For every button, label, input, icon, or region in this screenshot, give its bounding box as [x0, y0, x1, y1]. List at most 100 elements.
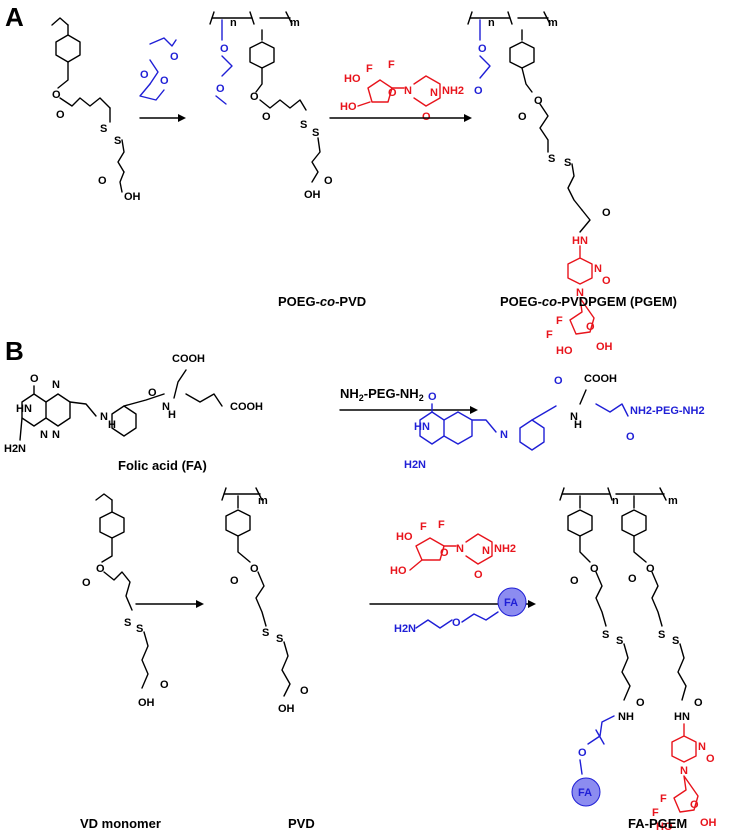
caption-vd-monomer: VD monomer: [80, 816, 161, 831]
svg-text:m: m: [258, 495, 268, 507]
svg-text:N: N: [570, 411, 578, 423]
svg-text:S: S: [300, 119, 307, 131]
svg-text:O: O: [230, 575, 239, 587]
svg-text:N: N: [52, 429, 60, 441]
svg-text:N: N: [100, 411, 108, 423]
svg-text:n: n: [230, 17, 237, 29]
svg-text:N: N: [52, 379, 60, 391]
svg-text:S: S: [114, 135, 121, 147]
svg-text:F: F: [388, 59, 395, 71]
svg-text:S: S: [602, 629, 609, 641]
svg-text:HO: HO: [656, 821, 673, 833]
svg-text:HO: HO: [390, 565, 407, 577]
svg-text:F: F: [420, 521, 427, 533]
svg-text:O: O: [216, 83, 225, 95]
caption-folic-acid: Folic acid (FA): [118, 458, 207, 473]
svg-text:O: O: [440, 547, 449, 559]
pvd-structure: m O O S S OH O: [221, 487, 309, 715]
svg-text:H2N: H2N: [394, 623, 416, 635]
svg-text:O: O: [170, 51, 179, 63]
svg-text:N: N: [698, 741, 706, 753]
svg-text:O: O: [518, 111, 527, 123]
svg-text:FA: FA: [578, 787, 592, 799]
svg-text:m: m: [548, 17, 558, 29]
svg-text:N: N: [404, 85, 412, 97]
svg-text:COOH: COOH: [230, 401, 263, 413]
svg-text:m: m: [668, 495, 678, 507]
svg-text:OH: OH: [700, 817, 717, 829]
svg-text:F: F: [652, 807, 659, 819]
svg-text:H: H: [168, 409, 176, 421]
svg-text:OH: OH: [596, 341, 613, 353]
svg-text:O: O: [694, 697, 703, 709]
svg-text:HO: HO: [396, 531, 413, 543]
svg-text:O: O: [160, 75, 169, 87]
svg-text:O: O: [474, 569, 483, 581]
fa-pgem-structure: n m O O O O S S S S O O NH HN O FA N N O…: [559, 487, 717, 833]
svg-text:n: n: [488, 17, 495, 29]
arrow-2: [329, 114, 472, 122]
svg-text:S: S: [276, 633, 283, 645]
svg-text:O: O: [626, 431, 635, 443]
fa-peg-nh2-structure: O HN H2N N O N H COOH O NH2-PEG-NH2: [404, 373, 705, 471]
svg-text:O: O: [706, 753, 715, 765]
svg-text:O: O: [422, 111, 431, 123]
svg-text:S: S: [124, 617, 131, 629]
fa-peg-amine-reagent: H2N O FA: [394, 587, 527, 635]
svg-text:O: O: [534, 95, 543, 107]
svg-text:O: O: [160, 679, 169, 691]
svg-text:S: S: [564, 157, 571, 169]
vd-monomer-a: O O S S OH O: [51, 17, 141, 203]
svg-text:H: H: [574, 419, 582, 431]
svg-text:O: O: [262, 111, 271, 123]
svg-text:O: O: [578, 747, 587, 759]
svg-text:HN: HN: [674, 711, 690, 723]
svg-text:S: S: [548, 153, 555, 165]
panel-label-a: A: [5, 2, 24, 32]
caption-pvd: PVD: [288, 816, 315, 831]
poeg-co-pvd-structure: n m O O O O S S OH O: [209, 11, 333, 201]
svg-text:O: O: [478, 43, 487, 55]
svg-text:COOH: COOH: [172, 353, 205, 365]
caption-pgem: POEG-co-PVDPGEM (PGEM): [500, 294, 677, 309]
svg-text:O: O: [602, 275, 611, 287]
caption-poeg-co-pvd: POEG-co-PVD: [278, 294, 366, 309]
svg-text:O: O: [300, 685, 309, 697]
svg-text:O: O: [646, 563, 655, 575]
svg-text:S: S: [672, 635, 679, 647]
svg-text:F: F: [438, 519, 445, 531]
svg-text:O: O: [586, 321, 595, 333]
svg-text:OH: OH: [138, 697, 155, 709]
svg-text:O: O: [388, 87, 397, 99]
svg-text:O: O: [140, 69, 149, 81]
svg-text:F: F: [546, 329, 553, 341]
svg-text:O: O: [628, 573, 637, 585]
svg-text:O: O: [474, 85, 483, 97]
svg-text:N: N: [482, 545, 490, 557]
svg-text:OH: OH: [278, 703, 295, 715]
svg-text:HO: HO: [556, 345, 573, 357]
svg-text:O: O: [98, 175, 107, 187]
pgem-structure: n m O O O O S S O HN N N O O F F HO OH: [467, 11, 613, 357]
svg-text:O: O: [570, 575, 579, 587]
svg-text:OH: OH: [124, 191, 141, 203]
svg-text:O: O: [452, 617, 461, 629]
gemcitabine-reagent-a: F F HO O HO N N NH2 O: [340, 59, 464, 123]
svg-text:S: S: [616, 635, 623, 647]
arrow-4: [135, 600, 204, 608]
svg-text:O: O: [250, 563, 259, 575]
svg-text:O: O: [96, 563, 105, 575]
svg-text:O: O: [220, 43, 229, 55]
svg-text:O: O: [82, 577, 91, 589]
svg-text:S: S: [658, 629, 665, 641]
vd-monomer-b: O O S S OH O: [82, 493, 169, 709]
svg-text:S: S: [262, 627, 269, 639]
svg-text:HO: HO: [340, 101, 357, 113]
panel-label-b: B: [5, 336, 24, 366]
svg-text:O: O: [30, 373, 39, 385]
svg-text:H2N: H2N: [4, 443, 26, 455]
svg-text:NH2: NH2: [494, 543, 516, 555]
svg-text:O: O: [554, 375, 563, 387]
svg-text:N: N: [40, 429, 48, 441]
